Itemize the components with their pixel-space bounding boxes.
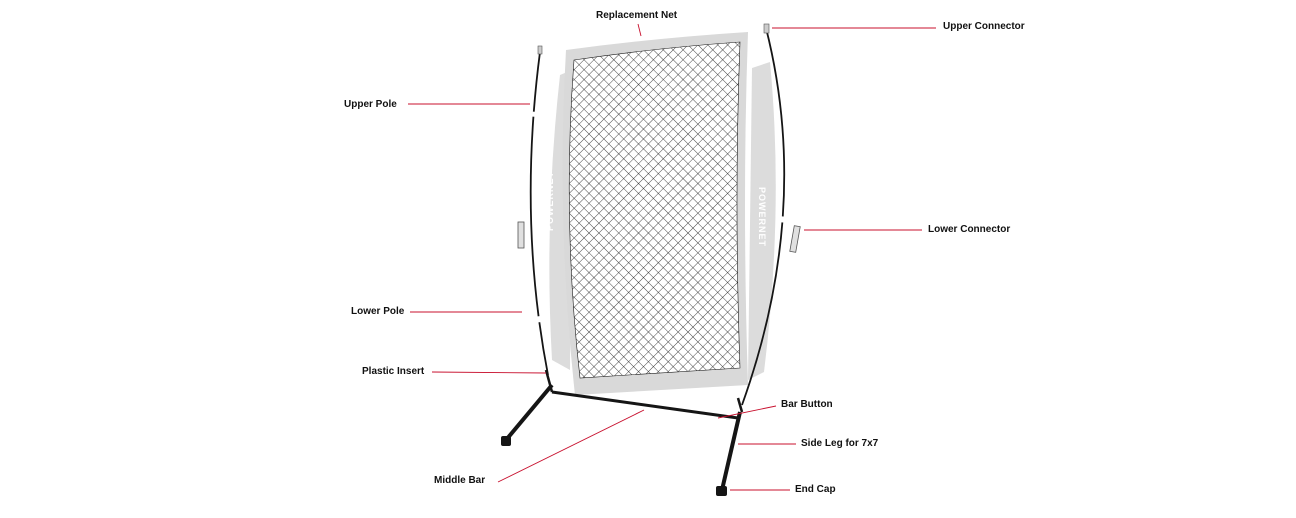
brand-text-right: POWERNET <box>757 186 768 248</box>
middle-bar <box>551 390 739 420</box>
leader-middle-bar <box>497 409 645 483</box>
left-end-cap <box>501 436 511 446</box>
label-lower-connector: Lower Connector <box>928 224 1011 235</box>
label-plastic-insert: Plastic Insert <box>362 366 425 377</box>
leader-bar-button <box>717 405 777 419</box>
left-lower-connector <box>517 221 525 249</box>
right-upper-connector <box>763 23 770 34</box>
right-side-panel <box>748 62 776 380</box>
left-leg <box>504 383 554 442</box>
leader-lines <box>408 23 936 491</box>
right-leg <box>720 411 742 491</box>
label-lower-pole: Lower Pole <box>351 306 405 317</box>
leader-plastic-insert <box>431 371 547 374</box>
right-plastic-insert <box>736 397 744 413</box>
right-pole <box>741 27 786 406</box>
left-upper-connector-cap <box>537 45 543 55</box>
leader-replacement-net <box>637 23 642 37</box>
brand-text-left: POWERNET <box>545 170 556 232</box>
label-middle-bar: Middle Bar <box>434 475 486 486</box>
left-plastic-insert <box>544 369 554 393</box>
label-side-leg: Side Leg for 7x7 <box>801 438 879 449</box>
replacement-net-mesh <box>568 41 741 379</box>
left-pole <box>529 51 549 376</box>
right-end-cap <box>716 486 727 496</box>
label-upper-connector: Upper Connector <box>943 21 1025 32</box>
right-lower-connector <box>789 225 801 253</box>
label-bar-button: Bar Button <box>781 399 833 410</box>
label-end-cap: End Cap <box>795 484 836 495</box>
label-replacement-net: Replacement Net <box>596 10 678 21</box>
label-upper-pole: Upper Pole <box>344 99 397 110</box>
